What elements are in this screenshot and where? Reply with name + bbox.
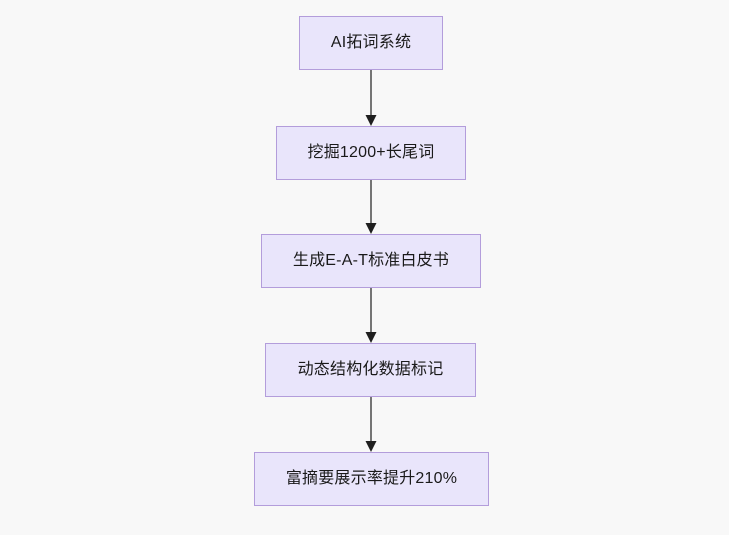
flow-node-mine-longtail-keywords[interactable]: 挖掘1200+长尾词 xyxy=(276,126,466,180)
edge-n4-n5 xyxy=(365,397,377,452)
edge-n3-n4 xyxy=(365,288,377,343)
flow-node-label: 挖掘1200+长尾词 xyxy=(307,143,435,161)
flow-node-label: 动态结构化数据标记 xyxy=(297,360,444,378)
flow-node-dynamic-structured-data-markup[interactable]: 动态结构化数据标记 xyxy=(265,343,476,397)
edge-n1-n2 xyxy=(365,70,377,126)
flow-node-label: 富摘要展示率提升210% xyxy=(285,469,458,487)
edge-n2-n3 xyxy=(365,180,377,234)
flow-node-ai-keyword-system[interactable]: AI拓词系统 xyxy=(299,16,443,70)
flow-node-label: 生成E-A-T标准白皮书 xyxy=(292,251,450,269)
flow-node-label: AI拓词系统 xyxy=(330,33,412,51)
flow-node-rich-snippet-impression-uplift[interactable]: 富摘要展示率提升210% xyxy=(254,452,489,506)
flow-node-generate-eat-whitepaper[interactable]: 生成E-A-T标准白皮书 xyxy=(261,234,481,288)
